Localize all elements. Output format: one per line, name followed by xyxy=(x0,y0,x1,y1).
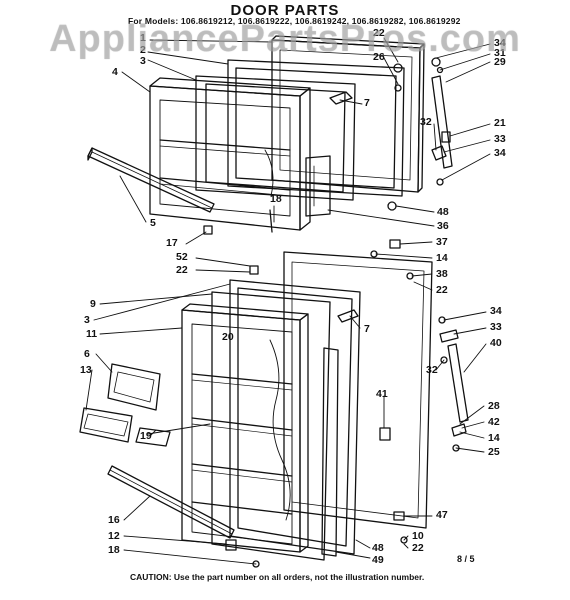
callout-2: 2 xyxy=(140,44,146,56)
callout-22-bottom: 22 xyxy=(412,542,424,554)
callout-14-upper: 14 xyxy=(436,252,448,264)
callout-1: 1 xyxy=(140,32,146,44)
callout-22-right: 22 xyxy=(436,284,448,296)
fresh-food-shelf-bar xyxy=(107,465,235,539)
callout-34-mid: 34 xyxy=(494,147,506,159)
callout-38: 38 xyxy=(436,268,448,280)
freezer-clip-7 xyxy=(329,91,353,105)
callout-12: 12 xyxy=(108,530,120,542)
fresh-food-side-strip xyxy=(321,347,339,557)
callout-33-upper: 33 xyxy=(494,133,506,145)
callout-29: 29 xyxy=(494,56,506,68)
callout-3: 3 xyxy=(140,55,146,67)
callout-48-lower: 48 xyxy=(372,542,384,554)
callout-16: 16 xyxy=(108,514,120,526)
callout-34-top: 34 xyxy=(494,37,506,49)
callout-26: 26 xyxy=(373,51,385,63)
callout-18-lower: 18 xyxy=(108,544,120,556)
callout-47: 47 xyxy=(436,509,448,521)
callout-42: 42 xyxy=(488,416,500,428)
page-reference: 8 / 5 xyxy=(457,554,475,564)
callout-17: 17 xyxy=(166,237,178,249)
lower-hinge-arm xyxy=(438,316,469,452)
callout-4: 4 xyxy=(112,66,118,78)
freezer-door-shelf-bar xyxy=(87,147,215,213)
dairy-door xyxy=(107,363,161,411)
callout-13: 13 xyxy=(80,364,92,376)
caution-note: CAUTION: Use the part number on all orde… xyxy=(130,572,425,582)
callout-9: 9 xyxy=(90,298,96,310)
door-shelf-13 xyxy=(79,407,133,443)
freezer-door-outer-panel xyxy=(271,35,425,193)
callout-32-lower: 32 xyxy=(426,364,438,376)
fresh-food-door-liner xyxy=(181,303,309,553)
callout-21: 21 xyxy=(494,117,506,129)
callout-49: 49 xyxy=(372,554,384,566)
callout-18-upper: 18 xyxy=(270,193,282,205)
freezer-door-panel-36 xyxy=(305,155,331,217)
callout-22-left: 22 xyxy=(176,264,188,276)
callout-37: 37 xyxy=(436,236,448,248)
callout-32-upper: 32 xyxy=(420,116,432,128)
callout-leader-lines xyxy=(85,37,491,565)
freezer-hinge-screw xyxy=(203,209,273,235)
callout-14-lower: 14 xyxy=(488,432,500,444)
callout-33-lower: 33 xyxy=(490,321,502,333)
callout-7-lower: 7 xyxy=(364,323,370,335)
callout-48-upper: 48 xyxy=(437,206,449,218)
callout-41: 41 xyxy=(376,388,388,400)
callout-25: 25 xyxy=(488,446,500,458)
callout-5: 5 xyxy=(150,217,156,229)
callout-19: 19 xyxy=(140,430,152,442)
fresh-food-door-gasket xyxy=(229,279,361,555)
center-hardware xyxy=(249,239,414,441)
fresh-food-breaker-strip xyxy=(211,291,331,561)
callout-3-lower: 3 xyxy=(84,314,90,326)
callout-22-top: 22 xyxy=(373,27,385,39)
callout-28: 28 xyxy=(488,400,500,412)
model-list: For Models: 106.8619212, 106.8619222, 10… xyxy=(128,16,461,26)
callout-20: 20 xyxy=(222,331,234,343)
diagram-title: DOOR PARTS xyxy=(230,2,340,19)
callout-7-upper: 7 xyxy=(364,97,370,109)
small-bin-19 xyxy=(135,427,171,447)
callout-36: 36 xyxy=(437,220,449,232)
callout-40: 40 xyxy=(490,337,502,349)
callout-10: 10 xyxy=(412,530,424,542)
callout-52: 52 xyxy=(176,251,188,263)
freezer-door-liner xyxy=(149,77,311,231)
callout-34-lower: 34 xyxy=(490,305,502,317)
freezer-door-gasket xyxy=(227,59,405,197)
callout-31: 31 xyxy=(494,47,506,59)
callout-11: 11 xyxy=(86,328,98,340)
callout-6: 6 xyxy=(84,348,90,360)
